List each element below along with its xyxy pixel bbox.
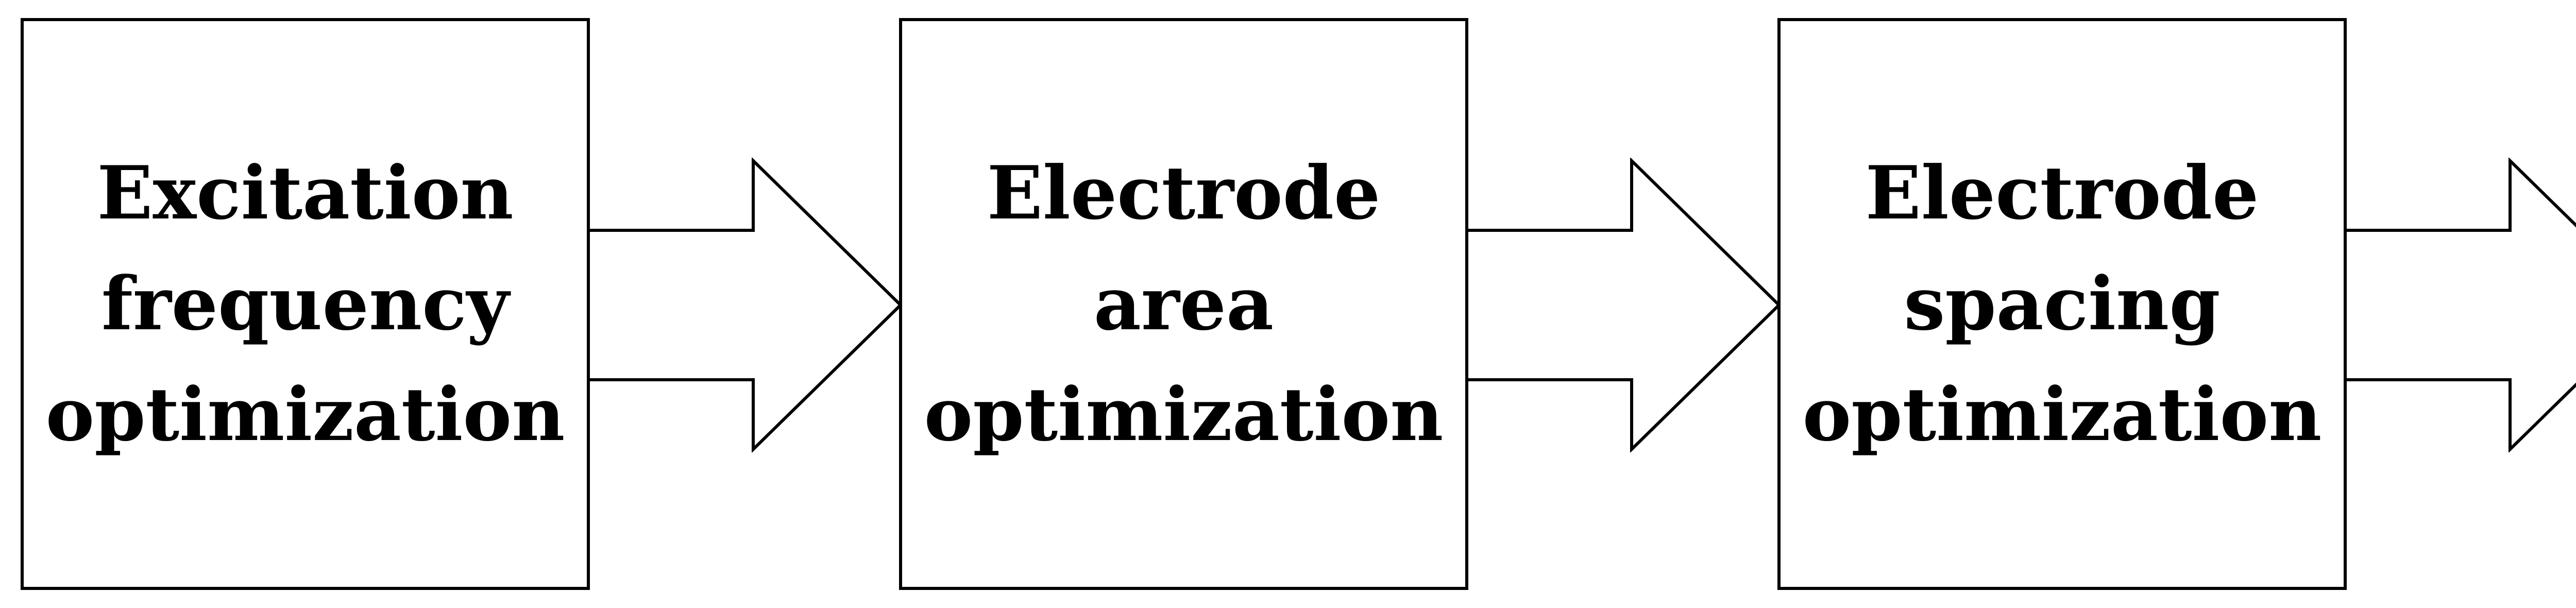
process-box-electrode-area-optimization: Electrode area optimization: [899, 18, 1468, 590]
box-label-line: Excitation: [97, 150, 514, 236]
box-label-line: spacing: [1904, 261, 2221, 347]
process-box-excitation-frequency-optimization: Excitation frequency optimization: [21, 18, 590, 590]
block-arrow-right-shape: [2347, 158, 2576, 452]
block-arrow-right-shape: [590, 158, 902, 452]
box-label-line: Electrode: [987, 150, 1381, 236]
process-box-electrode-spacing-optimization: Electrode spacing optimization: [1777, 18, 2347, 590]
arrow-right-icon: [1468, 158, 1781, 452]
box-label-line: frequency: [101, 261, 510, 347]
box-label-line: optimization: [45, 371, 565, 458]
box-label-line: area: [1093, 261, 1274, 347]
arrow-right-icon: [590, 158, 902, 452]
arrow-right-icon: [2347, 158, 2576, 452]
block-arrow-right-shape: [1468, 158, 1781, 452]
box-label-line: optimization: [1802, 371, 2322, 458]
box-label-line: Electrode: [1865, 150, 2259, 236]
box-label-line: optimization: [924, 371, 1444, 458]
